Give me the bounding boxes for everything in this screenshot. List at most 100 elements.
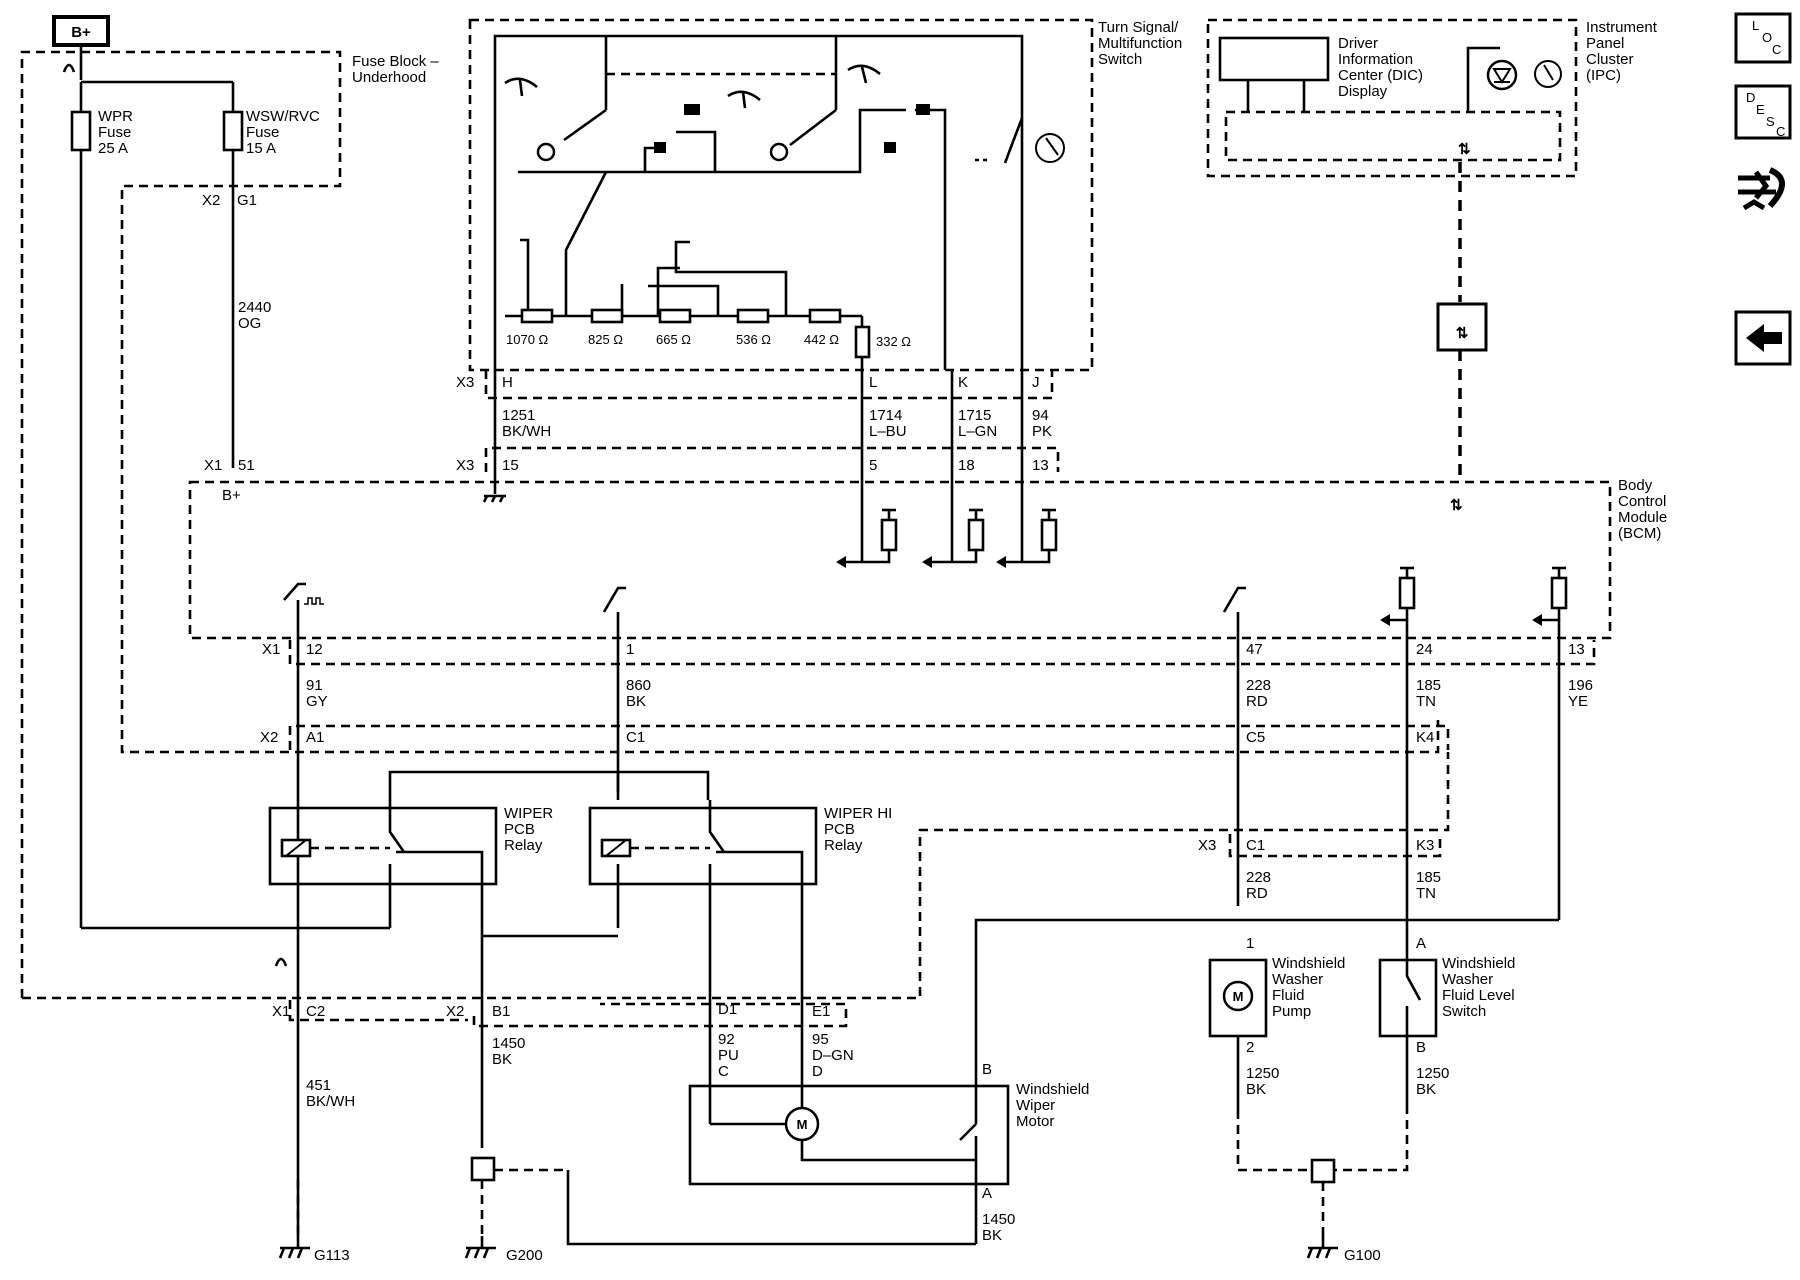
bottom-pin-e1: E1 xyxy=(812,1003,830,1020)
wire-1450-b1: 1450 BK xyxy=(492,1035,530,1068)
svg-text:S: S xyxy=(1766,114,1775,129)
bcm-pin-1: 1 xyxy=(626,641,634,658)
switch-contact-icon xyxy=(916,104,930,115)
fuse-block-title: Fuse Block – Underhood xyxy=(352,53,443,86)
back-button[interactable] xyxy=(1734,310,1792,366)
wrench-connector-icon[interactable] xyxy=(1738,167,1785,211)
wiper-icon xyxy=(504,77,538,97)
switch-pin-l: L xyxy=(869,374,877,391)
pump-motor-symbol: M xyxy=(1233,989,1244,1004)
wire-1714: 1714 L–BU xyxy=(869,407,907,440)
bcm-pin-24: 24 xyxy=(1416,641,1433,658)
location-button[interactable]: L O C xyxy=(1734,12,1792,64)
ground-symbol xyxy=(482,494,506,503)
switch-pin-k: K xyxy=(958,374,968,391)
data-arrows-icon: ⇅ xyxy=(1456,325,1469,342)
resistor-332-label: 332 Ω xyxy=(876,334,911,349)
bcm-enclosure xyxy=(188,480,1612,640)
ipc-enclosure xyxy=(1206,18,1578,178)
g100-splice xyxy=(1310,1158,1336,1184)
svg-text:E: E xyxy=(1756,102,1765,117)
wiper-icon xyxy=(847,64,881,84)
wiper-hi-relay-label: WIPER HI PCB Relay xyxy=(824,805,897,854)
svg-text:C: C xyxy=(1776,124,1785,139)
x3-lower-conn: X3 xyxy=(1198,837,1216,854)
x2-pin-a1: A1 xyxy=(306,729,324,746)
bcm-pin-13-lower: 13 xyxy=(1568,641,1585,658)
bcm-pin-13-upper: 13 xyxy=(1032,457,1049,474)
svg-text:C: C xyxy=(1772,42,1781,57)
bottom-pin-b1: B1 xyxy=(492,1003,510,1020)
bcm-pin-5: 5 xyxy=(869,457,877,474)
g200-splice xyxy=(470,1156,496,1182)
bcm-pin-12: 12 xyxy=(306,641,323,658)
x2-conn-label: X2 xyxy=(260,729,278,746)
arrow-left-icon xyxy=(1746,324,1782,352)
resistor-332 xyxy=(854,325,871,359)
turn-signal-switch-title: Turn Signal/ Multifunction Switch xyxy=(1098,19,1186,68)
wire-91: 91 GY xyxy=(306,677,328,710)
wire-185-upper: 185 TN xyxy=(1416,677,1445,710)
wiper-motor-symbol: M xyxy=(797,1117,808,1132)
wire-860: 860 BK xyxy=(626,677,655,710)
wire-1715: 1715 L–GN xyxy=(958,407,997,440)
fuse-g1-label: G1 xyxy=(237,192,257,209)
pump-ground-wire: 1250 BK xyxy=(1246,1065,1284,1098)
wpr-fuse-label: WPR Fuse 25 A xyxy=(98,108,137,157)
svg-text:D: D xyxy=(1746,90,1755,105)
pump-motor-icon xyxy=(1222,980,1254,1012)
wire-451: 451 BK/WH xyxy=(306,1077,355,1110)
resistor-536: 536 Ω xyxy=(736,332,771,347)
wsw-rvc-fuse xyxy=(222,110,244,152)
x1-pin-51: 51 xyxy=(238,457,255,474)
indicator-lamp-icon xyxy=(1486,59,1518,91)
ground-g113-icon xyxy=(278,1236,310,1259)
level-switch-label: Windshield Washer Fluid Level Switch xyxy=(1442,955,1520,1020)
wire-1450-motor: 1450 BK xyxy=(982,1211,1020,1244)
x2-pin-c1: C1 xyxy=(626,729,645,746)
switch-x3-conn: X3 xyxy=(456,374,474,391)
switch-contact-icon xyxy=(684,104,700,115)
bcm-title: Body Control Module (BCM) xyxy=(1618,477,1671,542)
switch-ground-wire: 1250 BK xyxy=(1416,1065,1454,1098)
switch-pin-b: B xyxy=(1416,1039,1426,1056)
x1-51-conn: X1 xyxy=(204,457,222,474)
x2-pin-k4: K4 xyxy=(1416,729,1434,746)
circuit-2440-label: 2440 OG xyxy=(238,299,276,332)
wiper-motor xyxy=(688,1084,1010,1186)
fuse-x2-label: X2 xyxy=(202,192,220,209)
svg-text:L: L xyxy=(1752,18,1759,33)
bcm-bplus-label: B+ xyxy=(222,487,241,504)
bottom-pin-c2: C2 xyxy=(306,1003,325,1020)
x2-pin-c5: C5 xyxy=(1246,729,1265,746)
dic-display xyxy=(1218,36,1330,82)
pump-label: Windshield Washer Fluid Pump xyxy=(1272,955,1350,1020)
description-button[interactable]: D E S C xyxy=(1734,84,1792,140)
bottom-x2-conn: X2 xyxy=(446,1003,464,1020)
bottom-pin-d1: D1 xyxy=(718,1001,737,1018)
wiper-icon xyxy=(727,90,761,109)
resistor-ladder xyxy=(520,308,842,324)
resistor-825: 825 Ω xyxy=(588,332,623,347)
motor-pin-b: B xyxy=(982,1061,992,1078)
wsw-fuse-label: WSW/RVC Fuse 15 A xyxy=(246,108,324,157)
switch-contact-icon xyxy=(654,142,666,153)
turn-signal-switch-enclosure xyxy=(468,18,1094,372)
battery-label: B+ xyxy=(71,24,91,41)
bottom-x1-conn: X1 xyxy=(272,1003,290,1020)
bcm-x1-conn: X1 xyxy=(262,641,280,658)
bcm-x3-conn: X3 xyxy=(456,457,474,474)
switch-contact-icon xyxy=(884,142,896,153)
washer-icon xyxy=(1534,60,1562,88)
bcm-input-resistors xyxy=(836,508,1568,626)
wiper-hi-relay xyxy=(588,806,818,886)
svg-text:O: O xyxy=(1762,30,1772,45)
bcm-pin-15: 15 xyxy=(502,457,519,474)
wire-92: 92 PU C xyxy=(718,1031,743,1080)
resistor-442: 442 Ω xyxy=(804,332,839,347)
wiper-pcb-relay-label: WIPER PCB Relay xyxy=(504,805,557,854)
wire-1251: 1251 BK/WH xyxy=(502,407,551,440)
serial-data-arrows-icon: ⇅ xyxy=(1458,141,1471,158)
wpr-fuse xyxy=(70,110,92,152)
